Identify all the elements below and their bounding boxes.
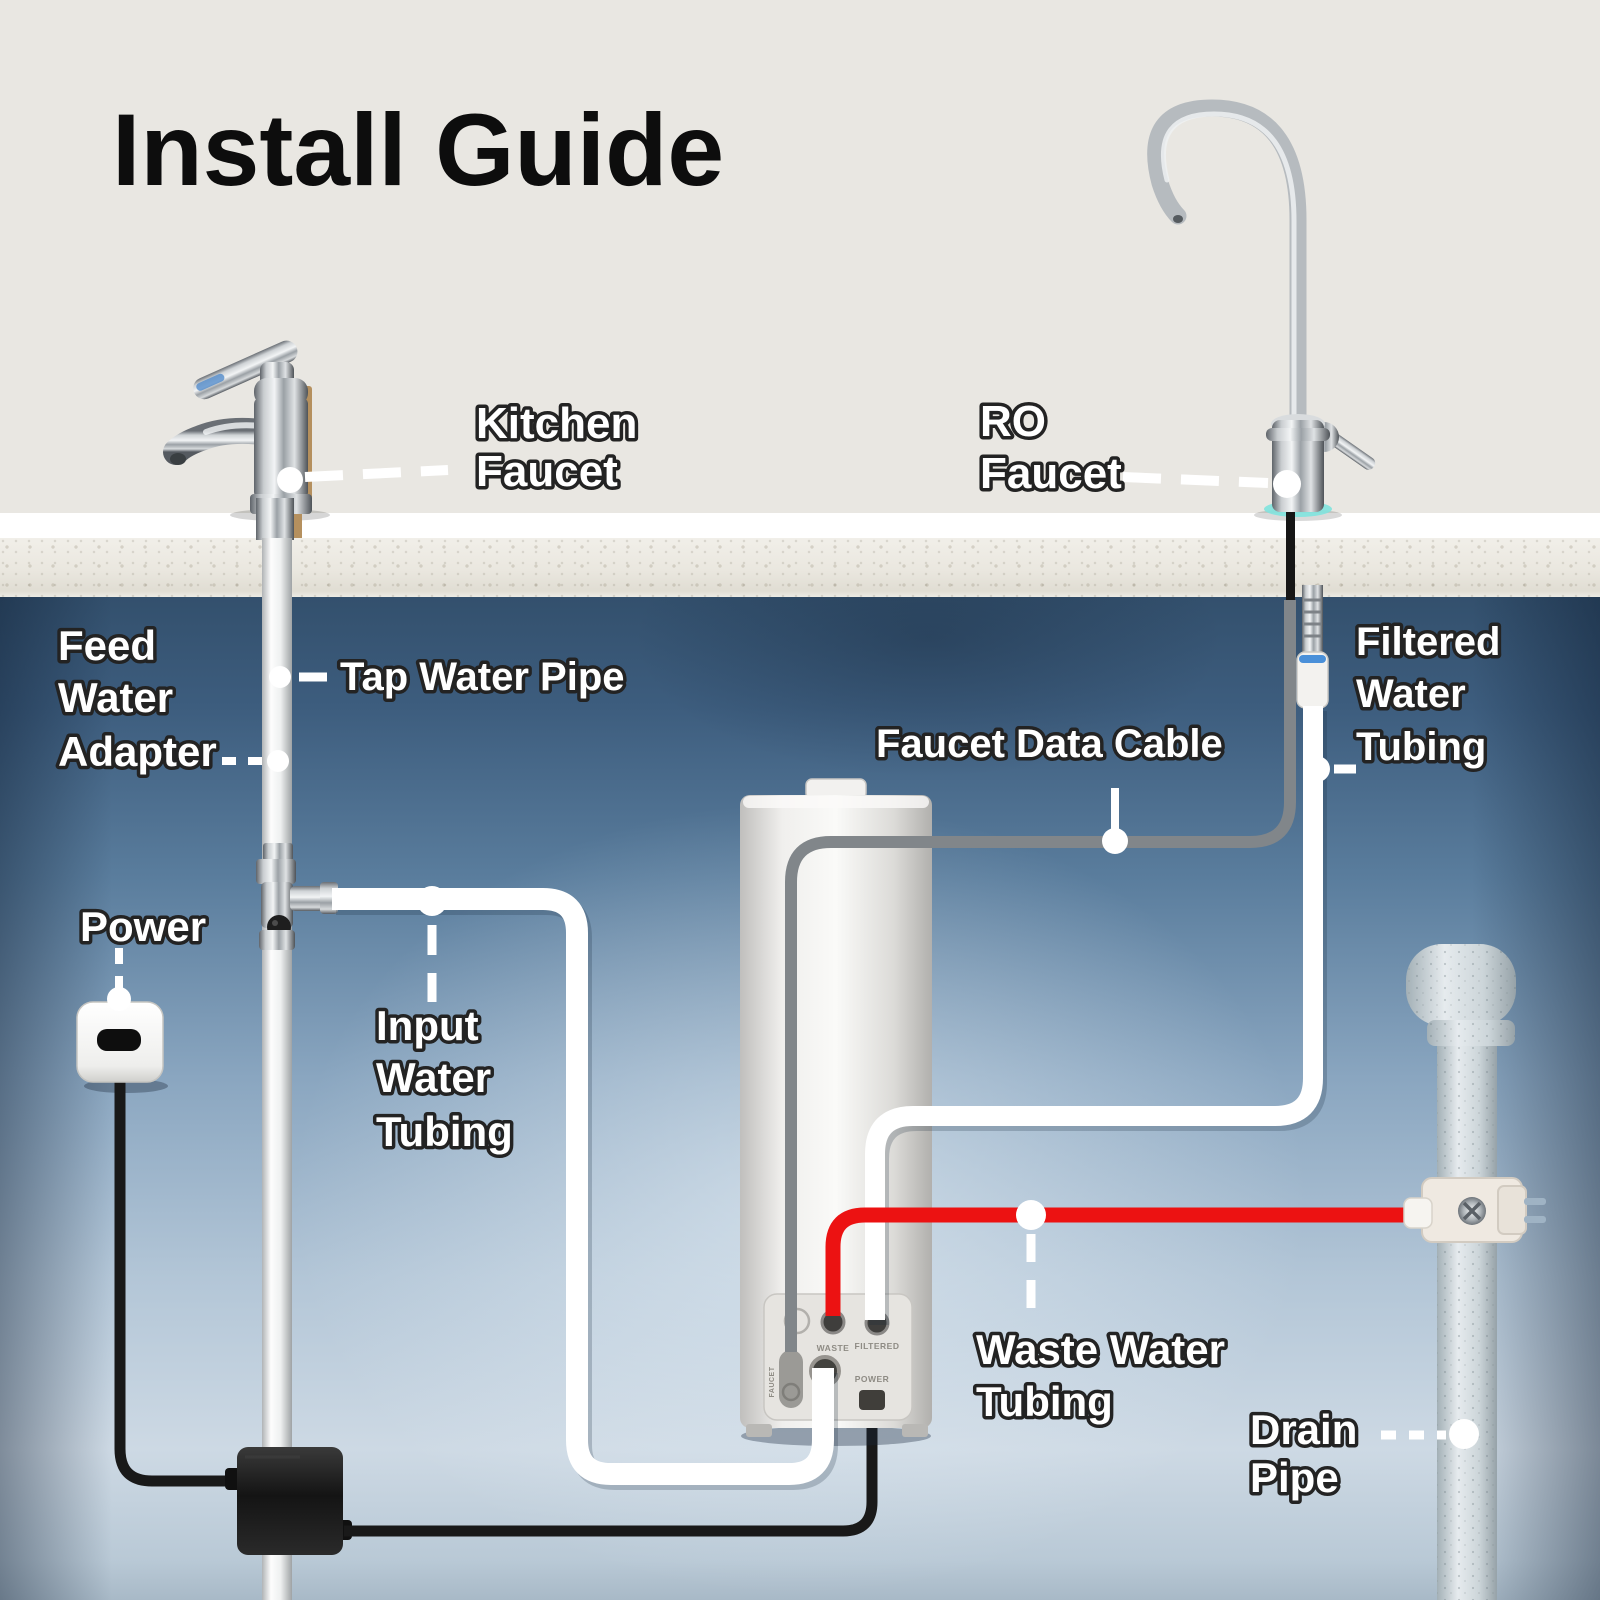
waste-connector [1403,1197,1433,1229]
drain-pipe [1406,944,1516,1600]
labels: Kitchen Faucet RO Faucet Feed Water Adap… [55,394,1504,1505]
ro-faucet-gooseneck [1147,99,1307,449]
power-cable-to-unit [344,1408,878,1537]
label-feed-water-adapter: Feed [58,622,156,669]
feed-water-adapter [256,843,338,950]
label-ro-faucet: RO [980,397,1046,446]
filtered-port-label: FILTERED [855,1341,900,1351]
svg-text:Faucet: Faucet [980,449,1122,498]
label-drain-pipe: Drain [1250,1406,1357,1453]
label-kitchen-faucet: Kitchen [476,399,637,448]
kitchen-faucet-image [163,340,330,540]
label-tap-water-pipe: Tap Water Pipe [340,655,625,699]
svg-text:Water: Water [58,674,173,721]
label-input-water-tubing: Input [376,1002,479,1049]
label-power: Power [80,903,206,950]
svg-text:Adapter: Adapter [58,728,217,775]
svg-text:Water: Water [1356,672,1466,716]
input-water-tubing [332,888,834,1485]
label-faucet-data-cable: Faucet Data Cable [876,722,1223,766]
kitchen-faucet-handle [193,340,298,400]
svg-text:Pipe: Pipe [1250,1454,1339,1501]
power-cable-wall-segment [114,1078,240,1487]
faucet-cable-port [779,1350,803,1408]
power-port-label: POWER [855,1374,890,1384]
drain-saddle-clamp [1403,1177,1546,1243]
faucet-port-label: FAUCET [769,1366,776,1397]
waste-water-tubing [825,1207,1414,1316]
tap-water-pipe [262,538,292,1600]
power-adapter-brick [225,1408,878,1555]
power-outlet [76,1001,240,1487]
page-title: Install Guide [112,93,725,207]
faucet-cable-through-counter [1286,512,1295,604]
label-waste-water-tubing: Waste Water [976,1326,1225,1373]
power-port [859,1390,885,1410]
label-filtered-water-tubing: Filtered [1356,620,1500,664]
outlet-slot [97,1029,141,1051]
leader-lines [115,465,1446,1440]
svg-text:Tubing: Tubing [376,1108,513,1155]
filtered-water-assembly [865,512,1329,1325]
svg-text:Faucet: Faucet [476,447,618,496]
kitchen-faucet-tailpiece [256,498,294,540]
svg-text:Water: Water [376,1054,491,1101]
ro-faucet-shank [1302,585,1323,657]
kitchen-faucet-spout [163,417,275,465]
svg-text:Tubing: Tubing [976,1378,1113,1425]
leader-dots [107,467,1479,1449]
faucet-data-cable [785,600,1296,1352]
filtered-water-tubing [865,706,1323,1320]
ro-faucet-image [1147,99,1376,521]
svg-text:Tubing: Tubing [1356,725,1486,769]
waste-port-label: WASTE [817,1343,850,1353]
